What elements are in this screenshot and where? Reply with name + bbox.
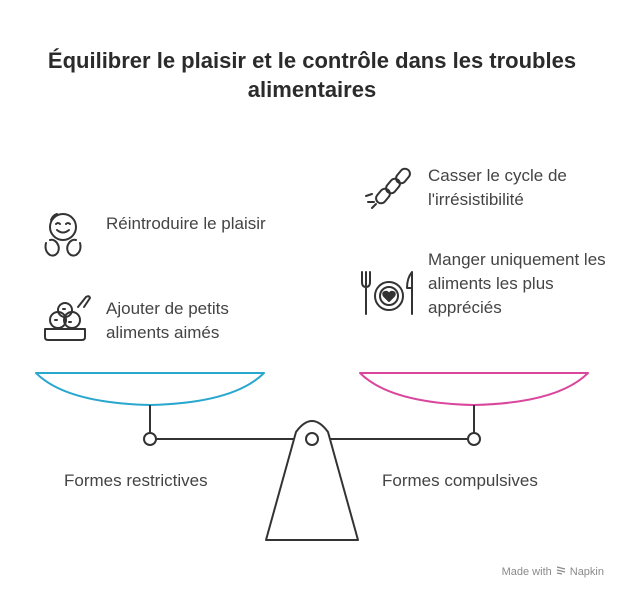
item-reintroduce-pleasure: Réintroduire le plaisir	[106, 214, 266, 233]
smiling-face-icon	[42, 211, 84, 259]
broken-chain-icon	[364, 164, 414, 212]
made-with-text: Made with	[501, 565, 552, 578]
right-pan-label: Formes compulsives	[382, 471, 538, 490]
diagram-title: Équilibrer le plaisir et le contrôle dan…	[47, 48, 577, 102]
item-break-cycle: Casser le cycle de l'irrésistibilité	[428, 166, 567, 209]
napkin-logo-icon	[556, 565, 566, 578]
right-joint	[467, 432, 481, 446]
dessert-bowl-icon	[42, 293, 92, 343]
napkin-brand: Napkin	[569, 565, 604, 578]
fulcrum	[265, 420, 359, 541]
item-eat-only-favorite-foods: Manger uniquement les aliments les plus …	[428, 250, 606, 317]
napkin-watermark: Made with Napkin	[502, 565, 604, 578]
plate-heart-cutlery-icon	[360, 270, 418, 316]
left-joint	[143, 432, 157, 446]
left-pan-label: Formes restrictives	[64, 471, 208, 490]
item-add-small-liked-foods: Ajouter de petits aliments aimés	[106, 299, 229, 342]
left-pan	[35, 372, 265, 406]
pivot	[305, 432, 319, 446]
right-pan	[359, 372, 589, 406]
